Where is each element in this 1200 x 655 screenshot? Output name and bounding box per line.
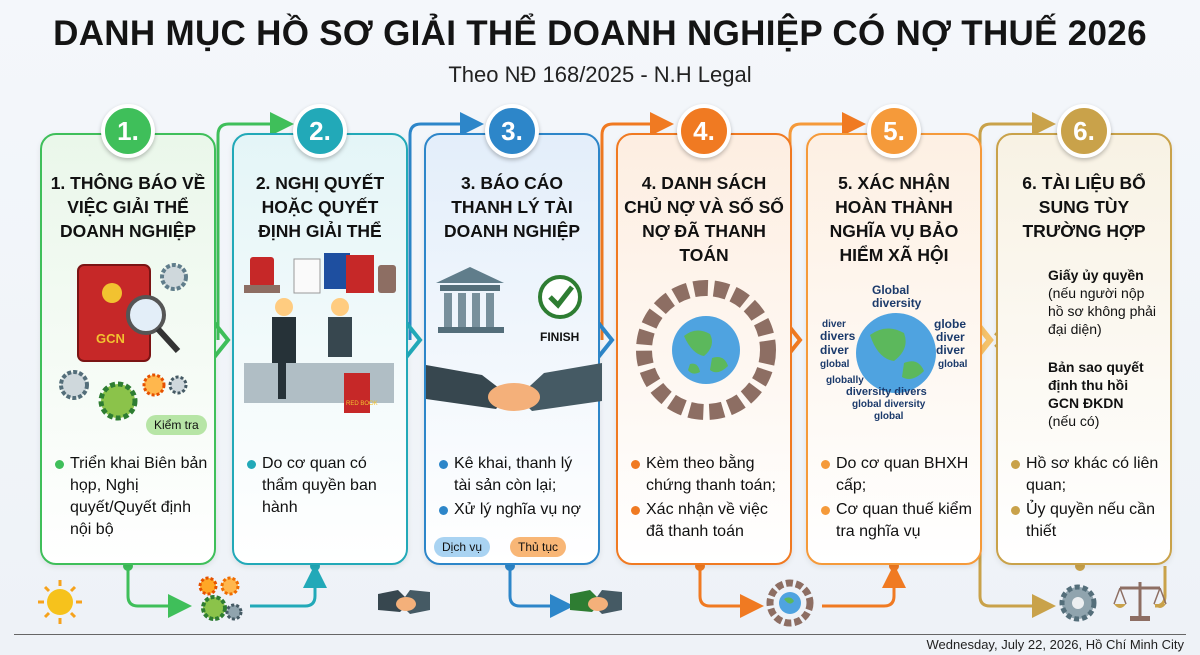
bullet-item: Ủy quyền nếu cần thiết — [1010, 499, 1164, 543]
step-bullets: Do cơ quan có thẩm quyền ban hành — [246, 453, 400, 521]
page-subtitle: Theo NĐ 168/2025 - N.H Legal — [448, 62, 752, 87]
step-bullets: Hồ sơ khác có liên quan; Ủy quyền nếu cầ… — [1010, 453, 1164, 545]
procedure-tag: Thủ tục — [510, 537, 567, 557]
finish-label: FINISH — [540, 330, 579, 344]
step-badge-5: 5. — [867, 104, 921, 158]
book-label: GCN — [96, 331, 125, 346]
extra-revocation: Bản sao quyết định thu hồi GCN ĐKDN (nếu… — [1048, 358, 1160, 430]
globe-word: globally — [826, 375, 864, 386]
bullet-item: Hồ sơ khác có liên quan; — [1010, 453, 1164, 497]
extra-title: Giấy ủy quyền — [1048, 267, 1144, 283]
globe-word: diver — [822, 319, 846, 330]
footer-divider — [14, 634, 1186, 635]
step-card-3: 3. BÁO CÁO THANH LÝ TÀI DOANH NGHIỆP FIN… — [424, 133, 602, 567]
globe-word: divers — [820, 329, 856, 343]
globe-word: Global — [872, 283, 910, 297]
document-illustration: GCN — [42, 135, 218, 567]
step-bullets: Triển khai Biên bản họp, Nghị quyết/Quyế… — [54, 453, 208, 543]
step-title: 3. BÁO CÁO THANH LÝ TÀI DOANH NGHIỆP — [443, 173, 581, 241]
bullet-item: Cơ quan thuế kiểm tra nghĩa vụ — [820, 499, 974, 543]
bullet-item: Xác nhận về việc đã thanh toán — [630, 499, 784, 543]
step-title: 6. TÀI LIỆU BỔ SUNG TÙY TRƯỜNG HỢP — [1022, 173, 1146, 241]
red-book-label: RED BOOK — [346, 401, 378, 407]
extra-title: Bản sao quyết định thu hồi GCN ĐKDN — [1048, 359, 1144, 411]
step-bullets: Do cơ quan BHXH cấp; Cơ quan thuế kiểm t… — [820, 453, 974, 545]
step-badge-2: 2. — [293, 104, 347, 158]
bullet-item: Kê khai, thanh lý tài sản còn lại; — [438, 453, 592, 497]
globe-word: global — [874, 411, 904, 422]
step-title: 2. NGHỊ QUYẾT HOẶC QUYẾT ĐỊNH GIẢI THỂ — [255, 173, 385, 241]
step-card-4: 4. DANH SÁCH CHỦ NỢ VÀ SỐ SỐ NỢ ĐÃ THANH… — [616, 133, 792, 565]
step-card-1: 1. THÔNG BÁO VỀ VIỆC GIẢI THỂ DOANH NGHI… — [40, 133, 216, 565]
step-badge-1: 1. — [101, 104, 155, 158]
step-badge-6: 6. — [1057, 104, 1111, 158]
extra-note: (nếu người nộp hồ sơ không phải đại diện… — [1048, 285, 1157, 337]
step-badge-3: 3. — [485, 104, 539, 158]
service-tag: Dịch vụ — [434, 537, 491, 557]
globe-word: diver — [820, 343, 849, 357]
extra-note: (nếu có) — [1048, 413, 1100, 429]
step-title: 4. DANH SÁCH CHỦ NỢ VÀ SỐ SỐ NỢ ĐÃ THANH… — [624, 173, 784, 265]
step-title: 5. XÁC NHẬN HOÀN THÀNH NGHĨA VỤ BẢO HIỂM… — [829, 173, 959, 265]
bullet-item: Kèm theo bằng chứng thanh toán; — [630, 453, 784, 497]
footer-date: Wednesday, July 22, 2026, Hồ Chí Minh Ci… — [926, 637, 1184, 652]
step-card-5: 5. XÁC NHẬN HOÀN THÀNH NGHĨA VỤ BẢO HIỂM… — [806, 133, 982, 565]
globe-word: diversity divers — [846, 386, 927, 398]
page-title: DANH MỤC HỒ SƠ GIẢI THỂ DOANH NGHIỆP CÓ … — [53, 14, 1147, 53]
bullet-item: Do cơ quan BHXH cấp; — [820, 453, 974, 497]
step-card-2: 2. NGHỊ QUYẾT HOẶC QUYẾT ĐỊNH GIẢI THỂ R… — [232, 133, 408, 565]
globe-word: global diversity — [852, 399, 926, 410]
globe-word: diversity — [872, 296, 922, 310]
bullet-item: Do cơ quan có thẩm quyền ban hành — [246, 453, 400, 519]
globe-word: globe — [934, 317, 966, 331]
globe-hands-illustration — [618, 135, 794, 567]
extra-authorization: Giấy ủy quyền (nếu người nộp hồ sơ không… — [1048, 266, 1160, 338]
step-badge-4: 4. — [677, 104, 731, 158]
step-card-6: 6. TÀI LIỆU BỔ SUNG TÙY TRƯỜNG HỢP Hồ sơ… — [996, 133, 1172, 565]
bullet-item: Triển khai Biên bản họp, Nghị quyết/Quyế… — [54, 453, 208, 541]
globe-word: diver — [936, 343, 965, 357]
handshake-illustration: FINISH — [426, 135, 602, 567]
step-title: 1. THÔNG BÁO VỀ VIỆC GIẢI THỂ DOANH NGHI… — [50, 173, 206, 241]
globe-word: global — [938, 359, 968, 370]
globe-word: diver — [936, 330, 965, 344]
bullet-item: Xử lý nghĩa vụ nợ — [438, 499, 592, 521]
signing-illustration: RED BOOK — [234, 135, 410, 567]
globe-word: global — [820, 359, 850, 370]
check-tag: Kiểm tra — [146, 415, 207, 435]
step-bullets: Kê khai, thanh lý tài sản còn lại; Xử lý… — [438, 453, 592, 523]
global-diversity-illustration — [808, 135, 984, 567]
step-bullets: Kèm theo bằng chứng thanh toán; Xác nhận… — [630, 453, 784, 545]
